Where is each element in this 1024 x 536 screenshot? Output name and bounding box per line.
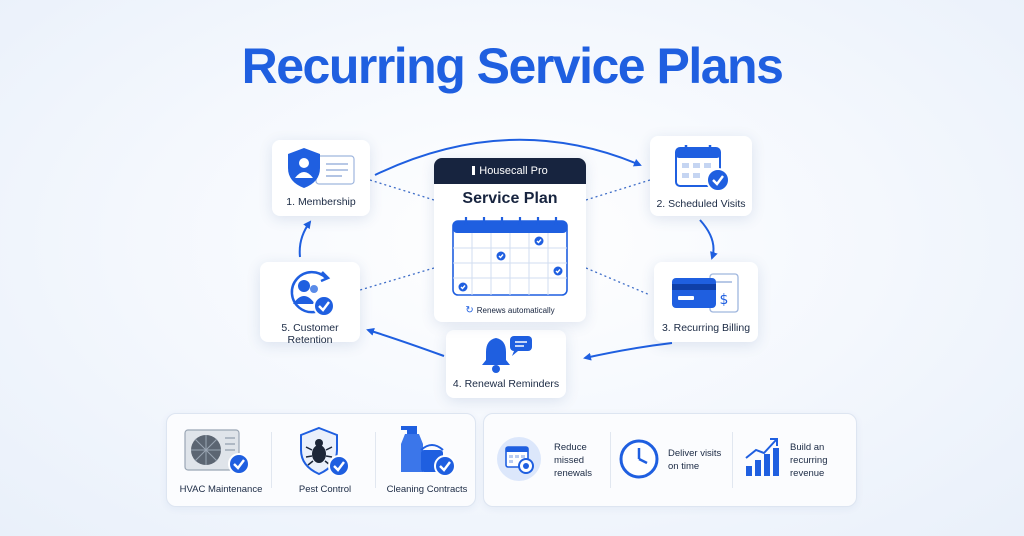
- step-label-scheduled-visits: 2. Scheduled Visits: [656, 198, 746, 210]
- renews-note: ↻Renews automatically: [434, 305, 586, 316]
- brand-logo-icon: [472, 166, 476, 175]
- arrow-reminders-to-retention: [366, 327, 445, 357]
- benefit-label-renewals: Reduce missed renewals: [554, 442, 593, 479]
- svg-text:$: $: [720, 292, 729, 308]
- service-plan-card: Housecall Pro Service Plan ↻Renews autom…: [434, 158, 586, 322]
- calendar-target-icon: [497, 437, 541, 481]
- benefits-panel: Reduce missed renewals Deliver visits on…: [483, 413, 857, 507]
- arrow-membership-to-visits: [374, 138, 642, 176]
- benefit-label-revenue: Build an recurring revenue: [790, 442, 828, 479]
- step-label-membership: 1. Membership: [286, 196, 356, 208]
- bell-chat-icon: [482, 336, 532, 373]
- plan-calendar-icon: [452, 217, 568, 296]
- step-card-renewal-reminders: 4. Renewal Reminders: [446, 330, 566, 398]
- bug-shield-check-icon: [300, 426, 350, 477]
- cleaning-supplies-check-icon: [401, 426, 456, 477]
- step-label-renewal-reminders: 4. Renewal Reminders: [452, 378, 560, 390]
- brand-name: Housecall Pro: [479, 165, 548, 177]
- ac-unit-check-icon: [184, 429, 250, 475]
- step-label-recurring-billing: 3. Recurring Billing: [661, 322, 751, 334]
- card-invoice-icon: $: [672, 273, 739, 313]
- refresh-icon: ↻: [465, 305, 474, 316]
- page-title: Recurring Service Plans: [241, 38, 784, 94]
- use-case-label-pest: Pest Control: [298, 484, 352, 495]
- step-card-membership: 1. Membership: [272, 140, 370, 216]
- benefit-label-visits: Deliver visits on time: [668, 448, 722, 472]
- renews-label: Renews automatically: [476, 306, 555, 315]
- step-card-customer-retention: 5. Customer Retention: [260, 262, 360, 346]
- step-label-customer-retention: 5. Customer Retention: [281, 322, 339, 346]
- divider: [610, 432, 611, 488]
- arrow-billing-to-reminders: [583, 342, 673, 361]
- divider: [375, 432, 376, 488]
- divider: [271, 432, 272, 488]
- service-plan-title: Service Plan: [462, 190, 558, 207]
- shield-person-id-icon: [288, 148, 355, 188]
- calendar-check-icon: [675, 145, 730, 192]
- divider: [732, 432, 733, 488]
- clock-icon: [619, 439, 659, 479]
- user-cycle-check-icon: [290, 270, 335, 317]
- step-card-recurring-billing: $ 3. Recurring Billing: [654, 262, 758, 342]
- brand-header: Housecall Pro: [434, 158, 586, 184]
- growth-chart-icon: [745, 438, 779, 476]
- use-case-label-hvac: HVAC Maintenance: [179, 484, 263, 495]
- step-card-scheduled-visits: 2. Scheduled Visits: [650, 136, 752, 216]
- use-cases-panel: HVAC Maintenance Pest Control Cleaning C…: [166, 413, 476, 507]
- arrow-visits-to-billing: [699, 219, 718, 260]
- use-case-label-cleaning: Cleaning Contracts: [386, 484, 468, 495]
- arrow-retention-to-membership: [298, 220, 312, 258]
